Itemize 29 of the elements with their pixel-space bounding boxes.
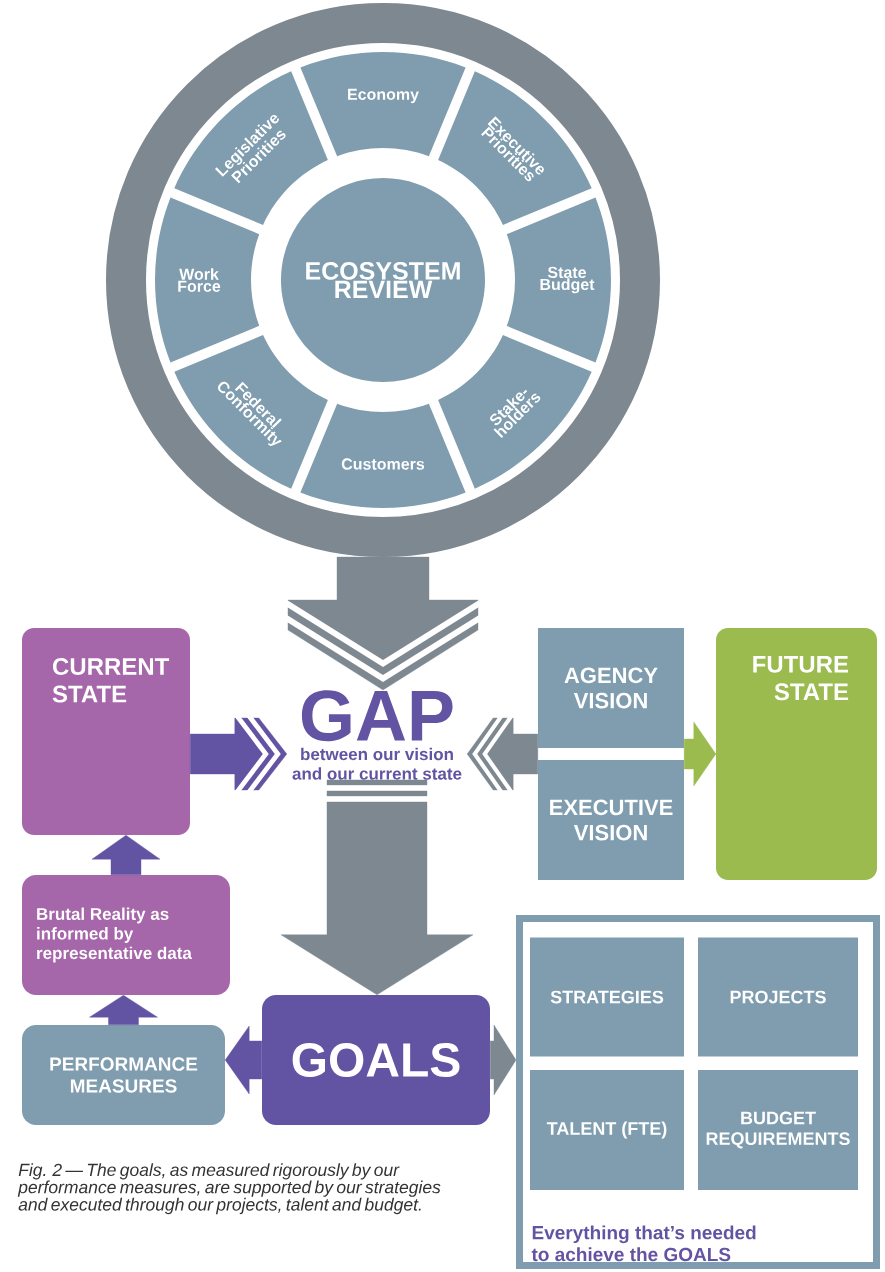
node-label: Economy xyxy=(348,88,419,104)
wheel-segment: Customers xyxy=(300,403,466,508)
arrow xyxy=(684,721,716,755)
arrow xyxy=(684,753,716,787)
arrow xyxy=(225,1025,262,1095)
reality-box: Brutal Reality as informed by representative data xyxy=(22,875,230,995)
vision-box: AGENCY VISION xyxy=(538,628,684,748)
requirement-tile: TALENT (FTE) xyxy=(530,1070,684,1190)
arrow xyxy=(280,779,474,995)
caption: Fig. 2 — The goals, as measured rigorously by our performance measures, are supported by our strategies and executed through our projects, talent and budget. xyxy=(17,1163,441,1215)
gap-heading: GAP between our vision and our current state xyxy=(292,690,462,780)
node-label: Work Force xyxy=(178,268,221,292)
wheel-segment: Economy xyxy=(300,52,466,157)
outer-ring xyxy=(106,3,660,557)
arrow xyxy=(91,835,161,875)
goals-box: GOALS xyxy=(262,995,490,1125)
arrow xyxy=(490,1024,517,1096)
node-label: Customers xyxy=(341,458,425,470)
wheel-segment: Work Force xyxy=(155,197,260,363)
vision-box: EXECUTIVE VISION xyxy=(538,760,684,880)
node-label: State Budget xyxy=(540,266,595,294)
requirement-tile: STRATEGIES xyxy=(530,937,684,1057)
state-box: CURRENT STATE xyxy=(22,628,190,835)
wheel-segment: State Budget xyxy=(506,197,611,363)
arrow xyxy=(89,995,158,1025)
measures-box: PERFORMANCE MEASURES xyxy=(22,1025,225,1125)
requirement-tile: PROJECTS xyxy=(698,937,858,1057)
state-box: FUTURE STATE xyxy=(716,628,877,880)
requirement-tile: BUDGET REQUIREMENTS xyxy=(698,1070,858,1190)
